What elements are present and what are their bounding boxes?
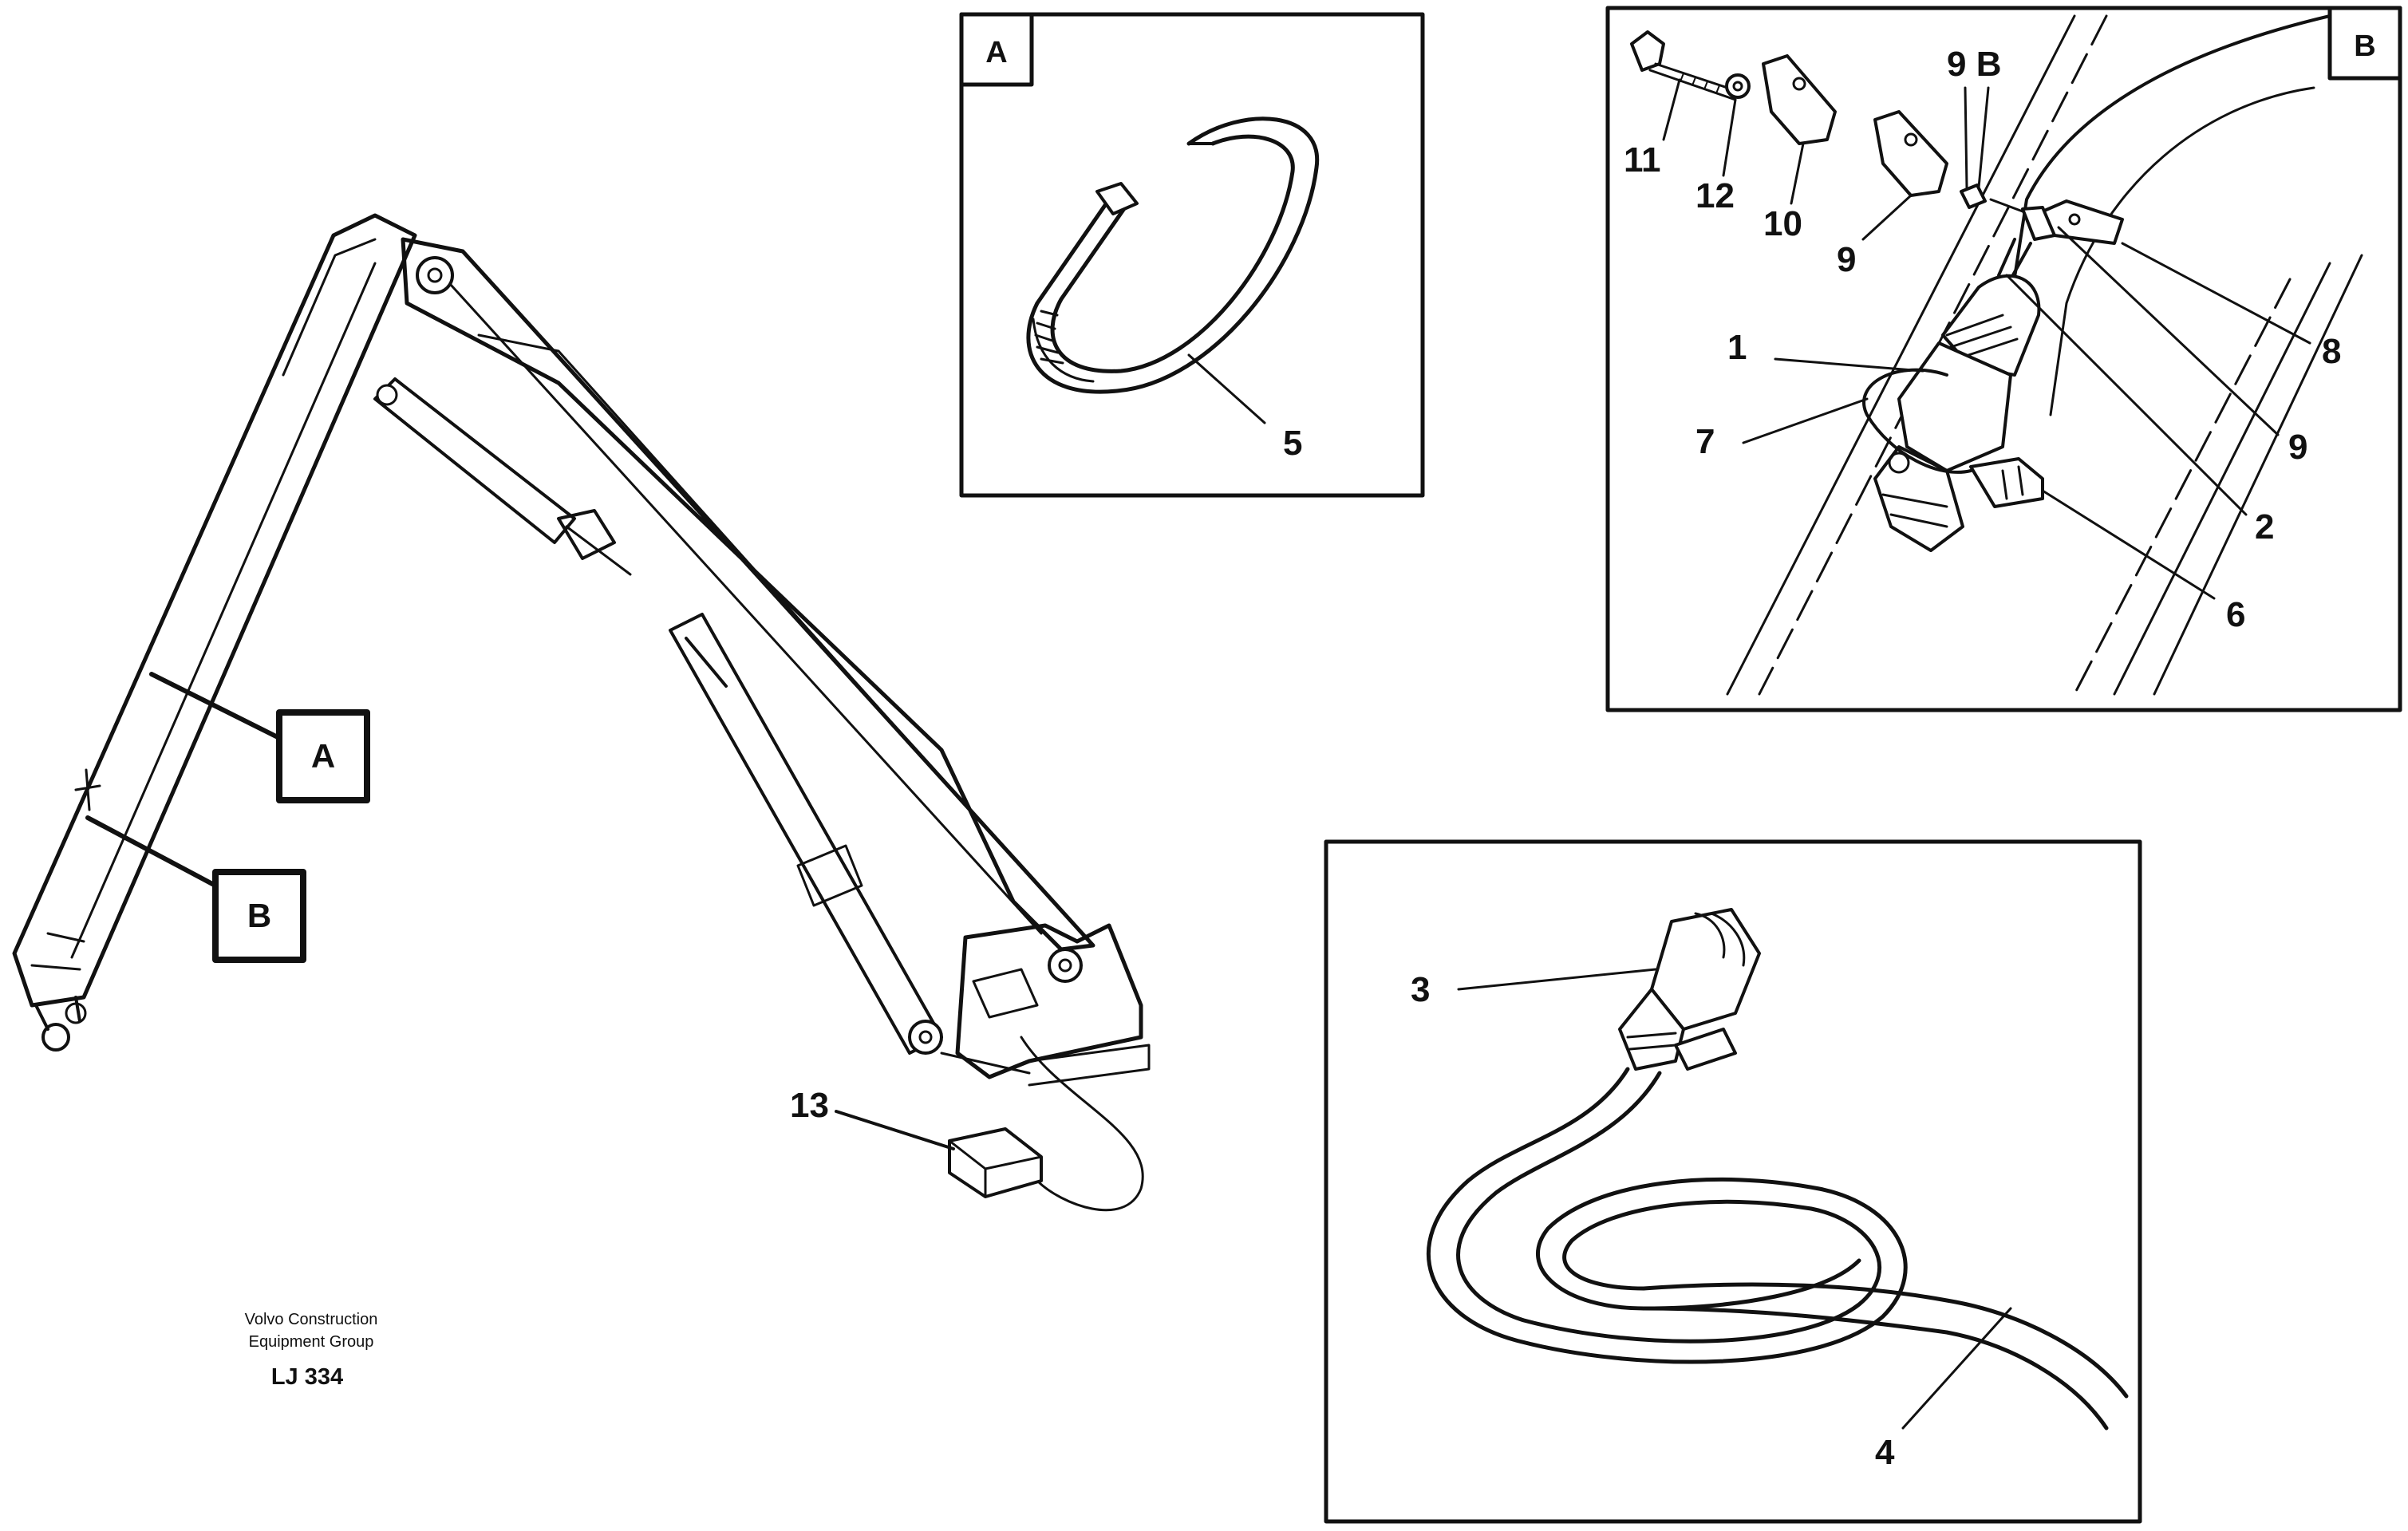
footer: Volvo Construction Equipment Group LJ 33… (245, 1311, 378, 1390)
callout-2-leader (2005, 274, 2248, 516)
callout-13-leader (835, 1110, 955, 1150)
callout-4-leader (1901, 1307, 2012, 1430)
callout-10-leader (1790, 142, 1805, 205)
callout-12-leader (1722, 98, 1737, 177)
callout-1-leader (1774, 357, 1924, 373)
cable-coil (1426, 1067, 2129, 1430)
callout-7: 7 (1695, 422, 1715, 461)
plug (1618, 908, 1761, 1071)
panel-b-sub-label: 9 B (1947, 45, 2001, 84)
cable-clamp (1989, 198, 2124, 245)
callout-5-leader (1187, 353, 1266, 424)
bolt (1630, 30, 1741, 101)
callout-12: 12 (1695, 176, 1735, 215)
tag-b-letter: B (247, 897, 271, 934)
main-boom (401, 237, 1095, 952)
panel-a-letter: A (985, 36, 1007, 69)
sub-label-leader (1964, 86, 1990, 189)
square-nut (1960, 183, 1987, 209)
callout-13: 13 (790, 1086, 829, 1125)
callout-11: 11 (1624, 140, 1661, 180)
callout-9a-leader (1861, 194, 1913, 241)
tag-b: B (212, 869, 306, 963)
callout-3-leader (1457, 968, 1657, 991)
callout-9b-leader (2057, 226, 2280, 436)
boom-assembly (12, 213, 1151, 1212)
lift-cylinder (373, 377, 632, 576)
clamp-bracket (1762, 54, 1837, 145)
detail-panel-c: 3 4 (1324, 839, 2142, 1524)
callout-7-leader (1742, 397, 1869, 444)
callout-1: 1 (1727, 328, 1747, 367)
callout-8: 8 (2322, 332, 2341, 371)
callout-4: 4 (1875, 1433, 1895, 1472)
callout-9a: 9 (1837, 240, 1856, 279)
tilt-cylinder (669, 613, 943, 1055)
base-bracket (940, 923, 1151, 1087)
callout-9b: 9 (2288, 428, 2307, 467)
tag-a-letter: A (311, 737, 335, 775)
clamp-half (1873, 110, 1948, 197)
detail-panel-a: A 5 (959, 12, 1425, 498)
callout-5: 5 (1283, 424, 1302, 463)
callout-8-leader (2121, 242, 2311, 345)
tag-b-leader (85, 815, 218, 888)
callout-11-leader (1662, 78, 1681, 141)
junction-box (948, 1127, 1043, 1198)
cable-to-box (1020, 1036, 1144, 1212)
footer-line-1: Volvo Construction (245, 1311, 378, 1328)
callout-6-leader (2041, 489, 2216, 600)
callout-2: 2 (2255, 507, 2274, 547)
tag-a: A (276, 709, 370, 803)
boom-arm (12, 213, 417, 1052)
washer (1725, 73, 1751, 99)
cable-tie (1026, 116, 1320, 394)
tag-a-leader (149, 672, 282, 740)
panel-b-letter: B (2354, 30, 2375, 63)
drawing-code: LJ 334 (271, 1364, 343, 1390)
callout-3: 3 (1411, 970, 1430, 1009)
detail-panel-b: B (1605, 6, 2402, 712)
footer-line-2: Equipment Group (249, 1333, 374, 1351)
callout-6: 6 (2226, 595, 2245, 634)
callout-10: 10 (1763, 204, 1802, 243)
